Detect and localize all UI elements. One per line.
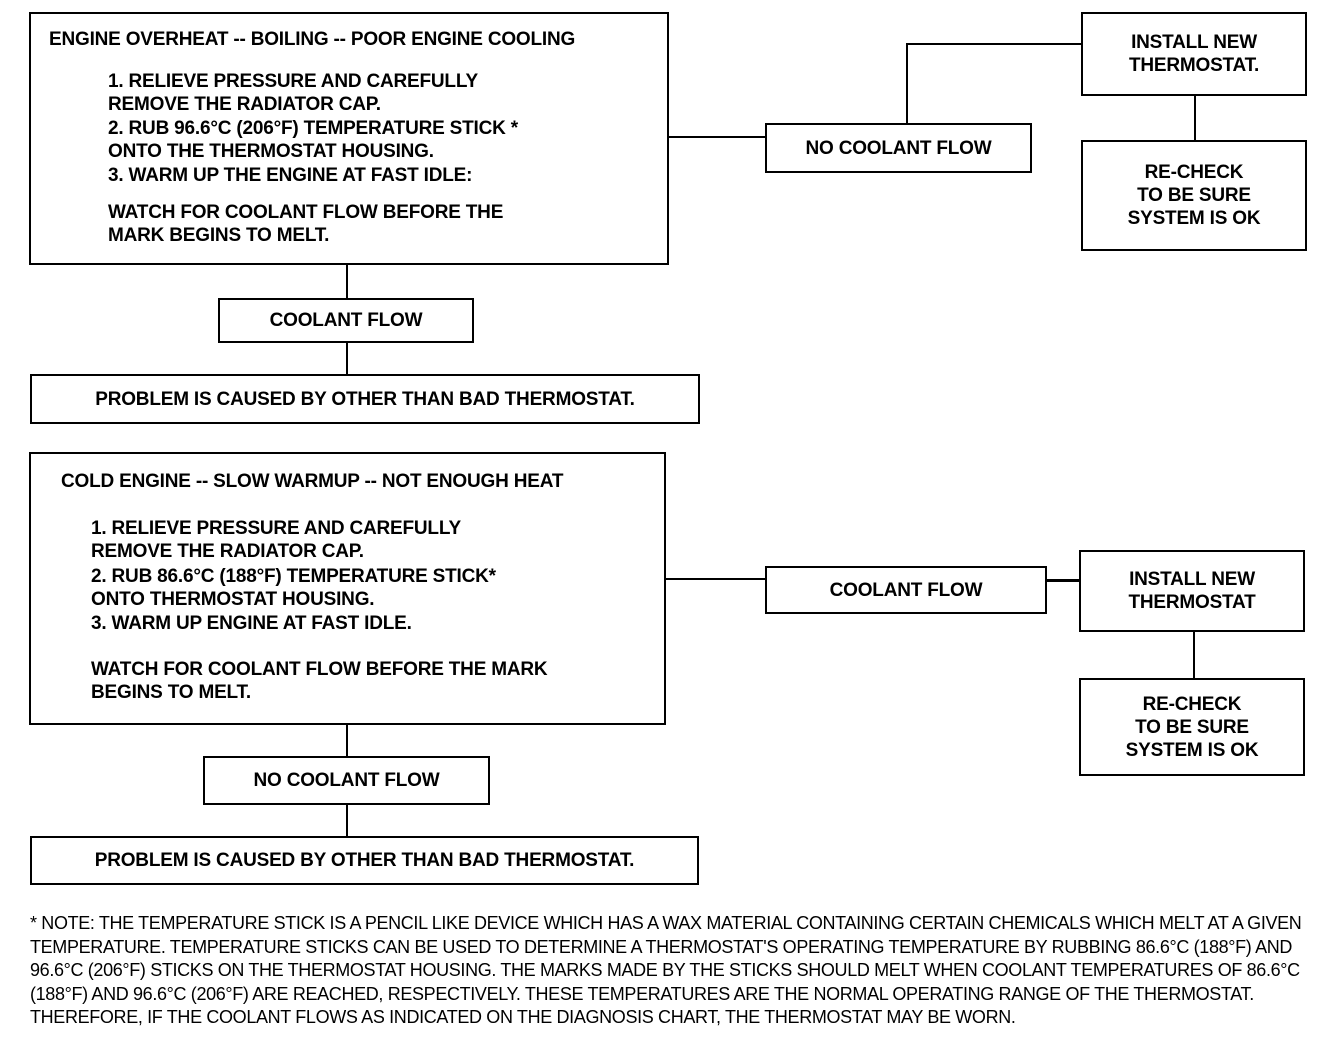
overheat-connector-right	[669, 136, 766, 138]
overheat-connector-down	[346, 265, 348, 299]
cold-problem-box: PROBLEM IS CAUSED BY OTHER THAN BAD THER…	[30, 836, 699, 885]
cold-install-new-thermostat-box: INSTALL NEW THERMOSTAT	[1079, 550, 1305, 632]
overheat-connector-up	[906, 43, 908, 124]
cold-recheck-box: RE-CHECK TO BE SURE SYSTEM IS OK	[1079, 678, 1305, 776]
overheat-no-coolant-flow-box: NO COOLANT FLOW	[765, 123, 1032, 173]
cold-coolant-flow-box: COOLANT FLOW	[765, 566, 1047, 614]
cold-connector-install-recheck	[1193, 632, 1195, 679]
overheat-main-box	[29, 12, 669, 265]
overheat-title: ENGINE OVERHEAT -- BOILING -- POOR ENGIN…	[49, 29, 576, 50]
overheat-coolant-flow-box: COOLANT FLOW	[218, 298, 474, 343]
cold-connector-down	[346, 725, 348, 757]
overheat-connector-to-install	[906, 43, 1082, 45]
cold-step-1: 1. RELIEVE PRESSURE AND CAREFULLY REMOVE…	[91, 518, 461, 562]
overheat-connector-problem	[346, 343, 348, 375]
cold-step-3: 3. WARM UP ENGINE AT FAST IDLE.	[91, 613, 412, 634]
overheat-watch-instruction: WATCH FOR COOLANT FLOW BEFORE THE MARK B…	[108, 202, 504, 246]
cold-title: COLD ENGINE -- SLOW WARMUP -- NOT ENOUGH…	[61, 471, 564, 492]
cold-connector-to-install	[1047, 579, 1080, 582]
overheat-step-1: 1. RELIEVE PRESSURE AND CAREFULLY REMOVE…	[108, 71, 478, 115]
overheat-problem-box: PROBLEM IS CAUSED BY OTHER THAN BAD THER…	[30, 374, 700, 424]
cold-watch-instruction: WATCH FOR COOLANT FLOW BEFORE THE MARK B…	[91, 659, 548, 703]
overheat-connector-install-recheck	[1194, 96, 1196, 141]
overheat-install-new-thermostat-box: INSTALL NEW THERMOSTAT.	[1081, 12, 1307, 96]
overheat-step-2: 2. RUB 96.6°C (206°F) TEMPERATURE STICK …	[108, 118, 518, 162]
overheat-step-3: 3. WARM UP THE ENGINE AT FAST IDLE:	[108, 165, 473, 186]
cold-main-box	[29, 452, 666, 725]
temperature-stick-note: * NOTE: THE TEMPERATURE STICK IS A PENCI…	[30, 913, 1302, 1027]
cold-no-coolant-flow-box: NO COOLANT FLOW	[203, 756, 490, 805]
overheat-recheck-box: RE-CHECK TO BE SURE SYSTEM IS OK	[1081, 140, 1307, 251]
cold-step-2: 2. RUB 86.6°C (188°F) TEMPERATURE STICK*…	[91, 566, 496, 610]
cold-connector-problem	[346, 805, 348, 837]
cold-connector-right	[666, 578, 766, 580]
